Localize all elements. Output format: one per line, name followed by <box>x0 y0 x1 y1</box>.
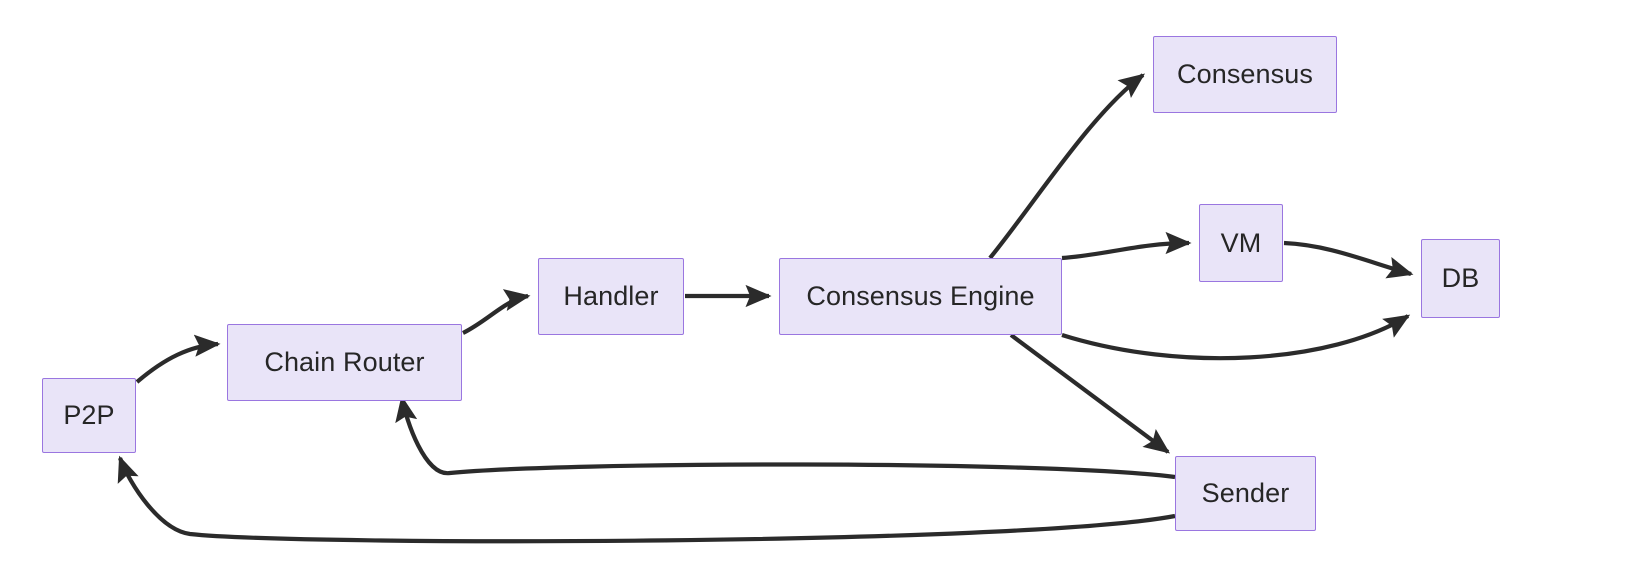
node-vm[interactable]: VM <box>1199 204 1283 282</box>
node-p2p-label: P2P <box>63 400 115 430</box>
node-consensus-engine[interactable]: Consensus Engine <box>779 258 1062 335</box>
edge-vm-to-db <box>1283 240 1414 279</box>
node-handler[interactable]: Handler <box>538 258 684 335</box>
node-sender[interactable]: Sender <box>1175 456 1316 531</box>
edge-sender-to-p2p <box>117 455 1176 544</box>
edge-engine-to-db <box>1061 314 1411 361</box>
node-consensus[interactable]: Consensus <box>1153 36 1337 113</box>
node-db-label: DB <box>1441 263 1480 293</box>
node-consensus-label: Consensus <box>1177 59 1313 89</box>
node-chain-router-label: Chain Router <box>264 347 425 377</box>
edge-sender-to-router <box>395 395 1176 480</box>
node-vm-label: VM <box>1220 227 1262 258</box>
node-consensus-engine-label: Consensus Engine <box>806 281 1035 311</box>
node-chain-router[interactable]: Chain Router <box>227 324 462 401</box>
edge-p2p-to-router <box>135 334 221 384</box>
edge-engine-to-vm <box>1061 231 1192 261</box>
edge-router-to-handler <box>462 289 531 335</box>
node-db[interactable]: DB <box>1421 239 1500 318</box>
node-handler-label: Handler <box>563 281 659 311</box>
edge-engine-to-consensus <box>988 73 1146 260</box>
node-p2p[interactable]: P2P <box>42 378 136 453</box>
node-sender-label: Sender <box>1201 478 1290 508</box>
edge-engine-to-sender <box>1009 333 1171 454</box>
